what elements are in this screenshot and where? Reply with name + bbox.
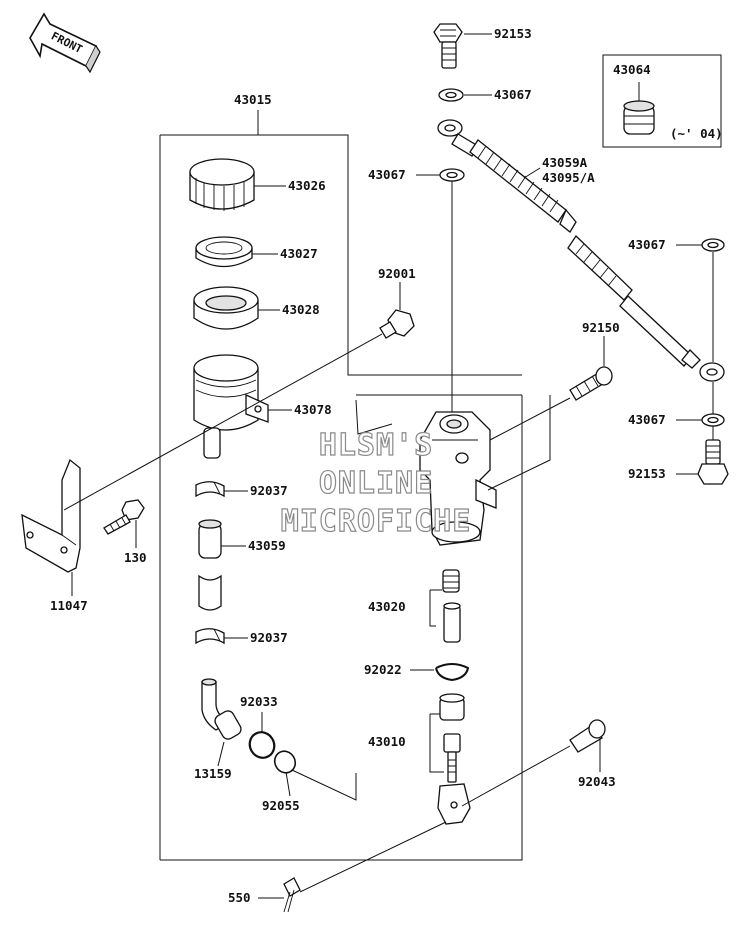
bolt-130 bbox=[103, 499, 145, 535]
watermark-line-1: HLSM'S bbox=[319, 428, 433, 463]
reservoir-hose-43059 bbox=[198, 519, 222, 611]
label-13159: 13159 bbox=[194, 766, 232, 781]
cotter-pin-550 bbox=[283, 877, 301, 913]
master-cylinder-body bbox=[419, 411, 497, 546]
label-43095A: 43095/A bbox=[542, 170, 595, 185]
washer-43067-d bbox=[701, 413, 725, 427]
label-43067-d: 43067 bbox=[628, 412, 666, 427]
label-92033: 92033 bbox=[240, 694, 278, 709]
assembly-bracket-43015 bbox=[159, 110, 523, 861]
hose-clamp-92037-a bbox=[195, 481, 225, 498]
hose-clamp-92037-b bbox=[195, 628, 225, 645]
reservoir-43078 bbox=[193, 354, 269, 459]
label-43020: 43020 bbox=[368, 599, 406, 614]
circlip-92022 bbox=[435, 663, 470, 682]
label-43010: 43010 bbox=[368, 734, 406, 749]
label-43064: 43064 bbox=[613, 62, 651, 77]
front-arrow-icon: FRONT bbox=[29, 12, 101, 74]
label-43059: 43059 bbox=[248, 538, 286, 553]
elbow-fitting-13159 bbox=[201, 678, 242, 740]
reservoir-cap-43026 bbox=[189, 158, 255, 211]
watermark: HLSM'S ONLINE MICROFICHE bbox=[280, 427, 472, 539]
label-92022: 92022 bbox=[364, 662, 402, 677]
box-43064 bbox=[602, 54, 722, 148]
label-43078: 43078 bbox=[294, 402, 332, 417]
label-43027: 43027 bbox=[280, 246, 318, 261]
diaphragm-43028 bbox=[193, 286, 259, 330]
watermark-line-3: MICROFICHE bbox=[281, 504, 472, 539]
label-92153-top: 92153 bbox=[494, 26, 532, 41]
clevis-pin-92043 bbox=[569, 719, 606, 753]
leader-lines bbox=[63, 33, 714, 899]
piston-43020 bbox=[442, 569, 461, 643]
label-92055: 92055 bbox=[262, 798, 300, 813]
label-92001: 92001 bbox=[378, 266, 416, 281]
push-rod-43010 bbox=[437, 693, 471, 825]
label-43067-a: 43067 bbox=[494, 87, 532, 102]
banjo-bolt-92153-bottom bbox=[697, 439, 729, 485]
label-43015: 43015 bbox=[234, 92, 272, 107]
brake-hose-43059A bbox=[437, 119, 725, 382]
mounting-bracket-11047 bbox=[21, 458, 81, 573]
washer-43067-c bbox=[701, 238, 725, 252]
washer-43067-b bbox=[439, 168, 465, 182]
watermark-line-2: ONLINE bbox=[319, 466, 433, 501]
diaphragm-plate-43027 bbox=[195, 236, 253, 268]
label-43064-note: (~' 04) bbox=[670, 126, 723, 141]
bolt-92001 bbox=[379, 309, 415, 339]
label-550: 550 bbox=[228, 890, 251, 905]
grommet-43064 bbox=[623, 82, 655, 135]
label-92150: 92150 bbox=[582, 320, 620, 335]
label-43059A: 43059A bbox=[542, 155, 588, 170]
label-43067-b: 43067 bbox=[368, 167, 406, 182]
label-92037-b: 92037 bbox=[250, 630, 288, 645]
washer-43067-a bbox=[438, 88, 464, 102]
label-130: 130 bbox=[124, 550, 147, 565]
label-43028: 43028 bbox=[282, 302, 320, 317]
banjo-bolt-92153-top bbox=[433, 23, 463, 69]
label-92153-bottom: 92153 bbox=[628, 466, 666, 481]
label-11047: 11047 bbox=[50, 598, 88, 613]
circlip-92033 bbox=[248, 731, 276, 759]
o-ring-92055 bbox=[273, 750, 297, 774]
label-43067-c: 43067 bbox=[628, 237, 666, 252]
label-92037-a: 92037 bbox=[250, 483, 288, 498]
label-92043: 92043 bbox=[578, 774, 616, 789]
bolt-92150 bbox=[569, 366, 613, 401]
label-43026: 43026 bbox=[288, 178, 326, 193]
